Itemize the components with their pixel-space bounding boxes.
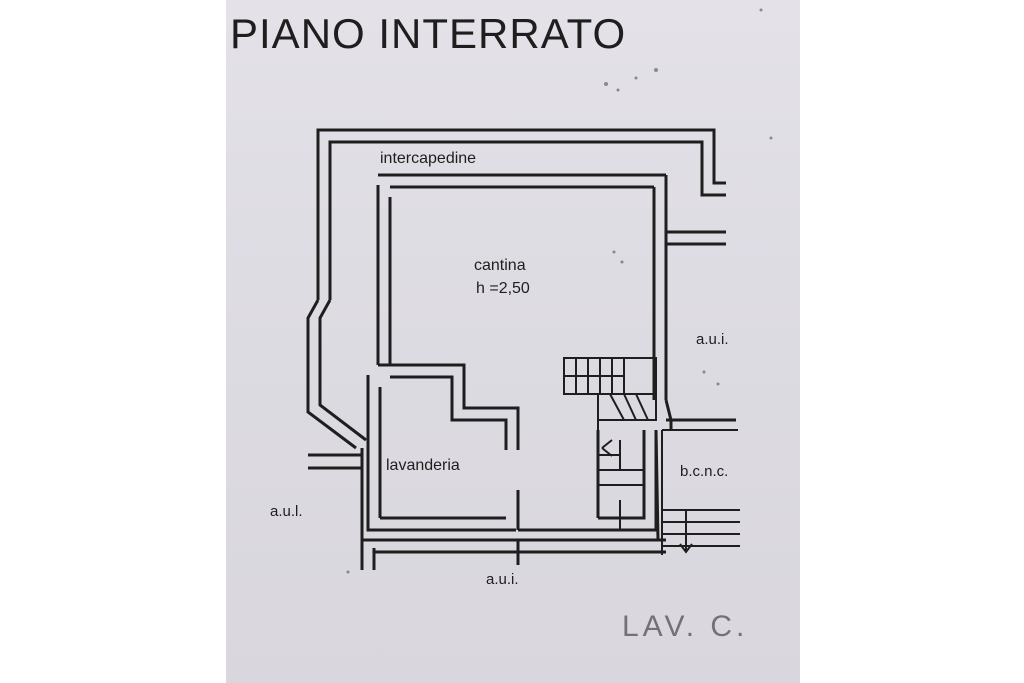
staircase	[563, 357, 657, 530]
lavanderia-walls	[366, 375, 660, 541]
label-aui-right: a.u.i.	[696, 331, 729, 348]
label-intercapedine: intercapedine	[380, 150, 476, 167]
label-aui-left: a.u.l.	[270, 503, 303, 520]
cantina-walls	[376, 173, 736, 450]
plan-title: PIANO INTERRATO	[230, 10, 626, 57]
floor-plan-drawing: PIANO INTERRATO	[230, 8, 773, 643]
print-specks	[346, 8, 773, 574]
label-bcnc: b.c.n.c.	[680, 463, 728, 480]
floor-plan-sheet: PIANO INTERRATO	[226, 0, 800, 683]
external-steps	[661, 429, 740, 555]
label-lavanderia: lavanderia	[386, 457, 460, 474]
label-aui-bottom: a.u.i.	[486, 571, 519, 588]
faded-stamp: LAV. C.	[622, 610, 748, 643]
outer-walls	[306, 128, 726, 570]
label-cantina: cantina	[474, 257, 526, 274]
label-cantina-height: h =2,50	[476, 280, 530, 297]
